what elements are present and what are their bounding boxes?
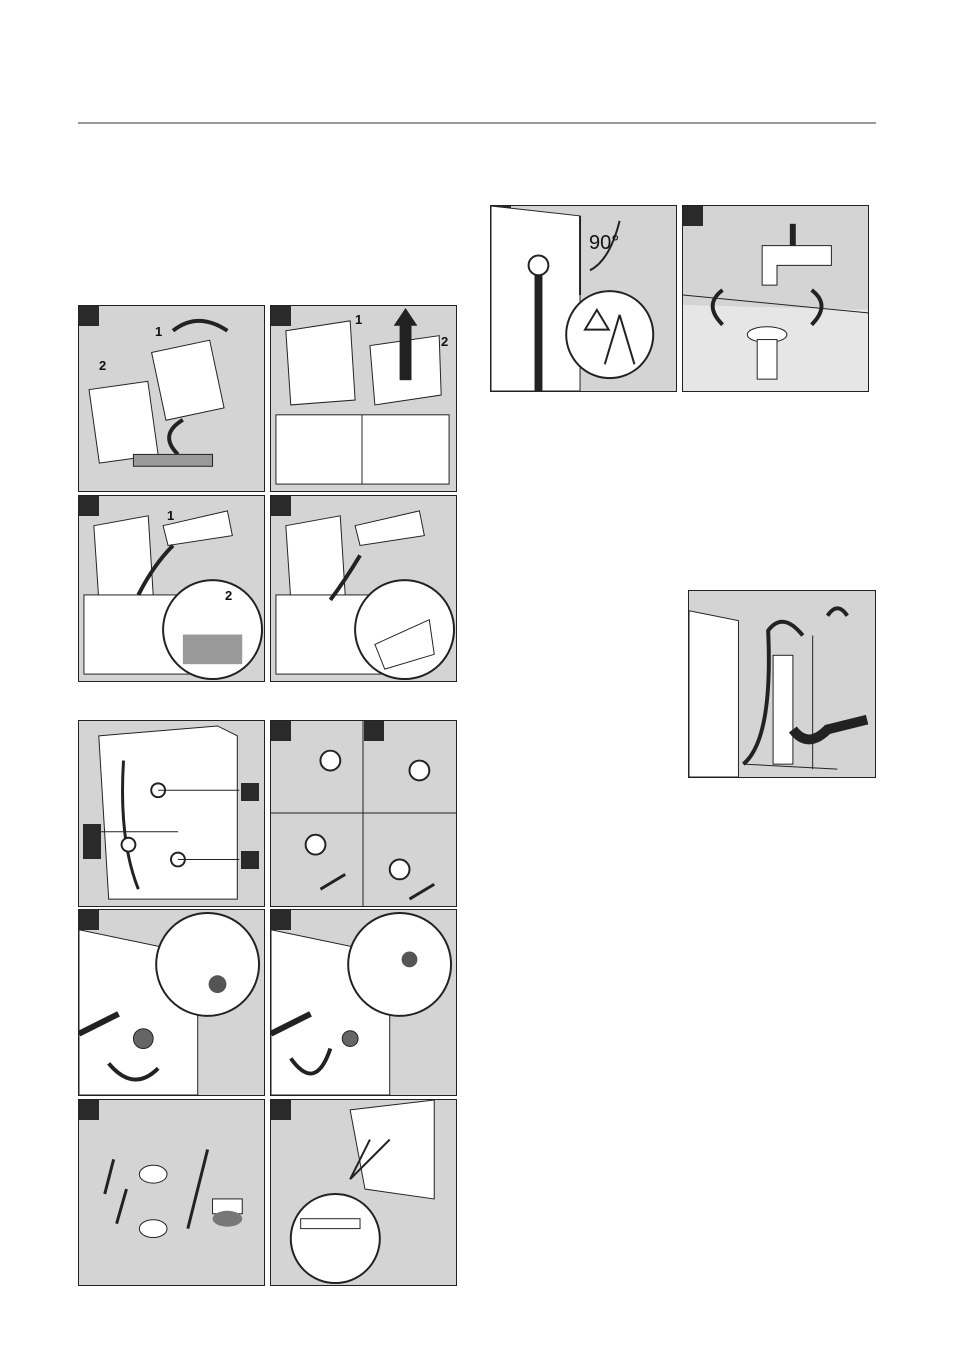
figure-remove-bolt [78, 909, 265, 1096]
step-number: 1 [155, 324, 162, 339]
figure-tag [364, 721, 384, 741]
figure-screws-and-caps [78, 1099, 265, 1286]
header-rule [78, 122, 876, 124]
step-number: 2 [441, 334, 448, 349]
angle-label: 90° [589, 232, 619, 255]
step-number: 2 [99, 358, 106, 373]
figure-callout-tag [241, 851, 259, 869]
figure-tap-connection [682, 205, 869, 392]
step-number: 2 [225, 588, 232, 603]
figure-callout-tag [83, 841, 101, 859]
figure-callout-tag [83, 824, 101, 842]
figure-hose-holder [270, 1099, 457, 1286]
figure-foam-removal: 1 2 [270, 305, 457, 492]
figure-drain-hose [688, 590, 876, 778]
step-number: 1 [355, 312, 362, 327]
step-number: 1 [167, 508, 174, 523]
figure-callout-tag [241, 783, 259, 801]
figure-lid-removal: 1 2 [78, 305, 265, 492]
figure-fit-cover [270, 909, 457, 1096]
figure-hose-connection: 90° [490, 205, 677, 392]
figure-packing-piece-store [270, 495, 457, 682]
figure-rear-view-bolts [78, 720, 265, 907]
figure-packing-piece-out: 1 2 [78, 495, 265, 682]
figure-loosen-bolts [270, 720, 457, 907]
